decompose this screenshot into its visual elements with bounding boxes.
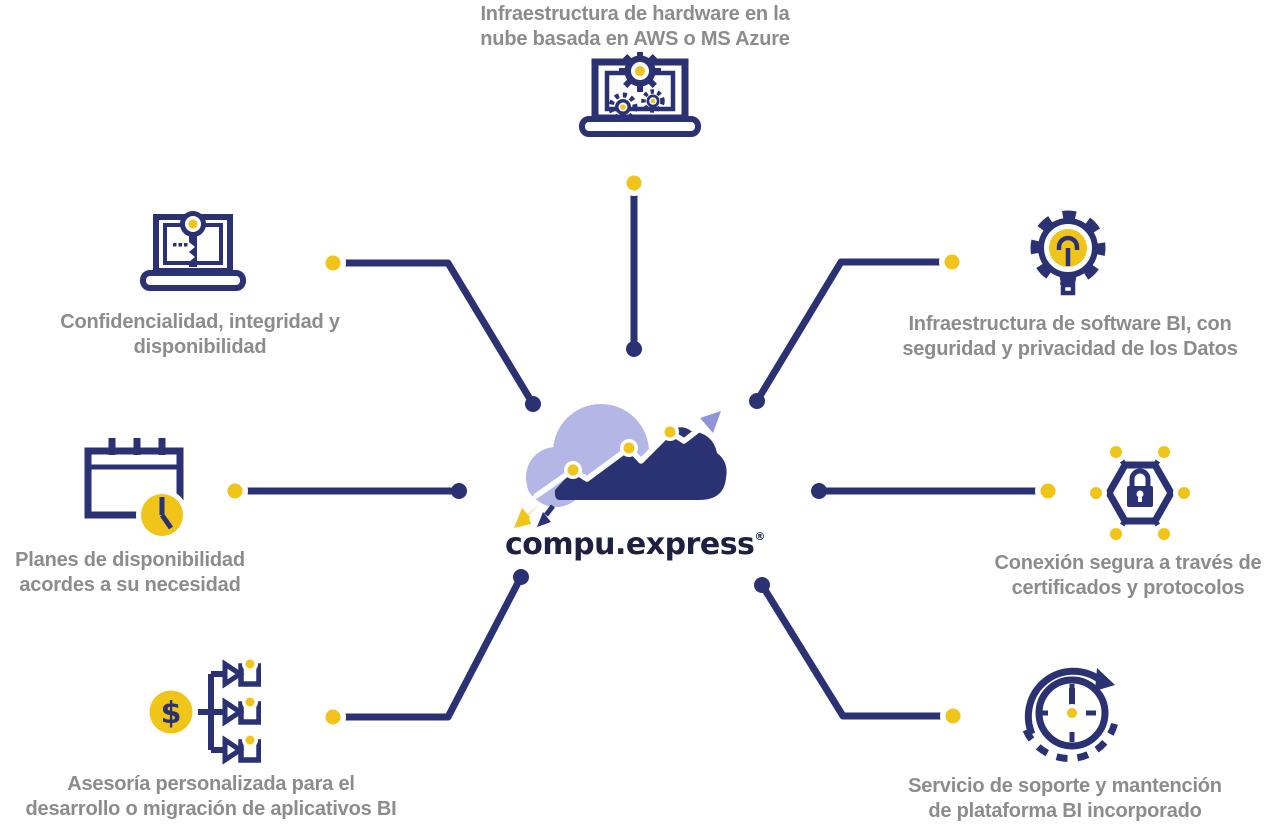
node-label-confidentiality: Confidencialidad, integridad y disponibi… xyxy=(60,311,340,358)
filament xyxy=(1056,235,1080,266)
node-label-secure-connection: Conexión segura a través de certificados… xyxy=(994,552,1262,599)
connector-top-right xyxy=(754,258,952,403)
connector-top-left xyxy=(333,259,536,406)
key xyxy=(173,211,206,267)
gear-bulb-icon xyxy=(1030,210,1106,296)
connector-bottom-left xyxy=(333,575,525,721)
dollar-flowchart-icon: $ xyxy=(144,656,261,765)
laptop-key-icon xyxy=(140,211,246,291)
clock-refresh-icon xyxy=(1022,667,1120,762)
cloud-chart-logo-icon xyxy=(514,404,727,528)
cursor-icon xyxy=(514,503,555,528)
connector-end-dots xyxy=(222,170,1061,730)
growth-arrowhead xyxy=(700,411,721,433)
lock xyxy=(1127,468,1153,507)
flow-box-dots xyxy=(242,656,258,748)
flow-arrows xyxy=(222,659,245,765)
svg-text:$: $ xyxy=(161,696,182,731)
registered-mark: ® xyxy=(754,530,766,543)
hex-nodes xyxy=(1085,441,1195,545)
node-label-hardware-cloud: Infraestructura de hardware en la nube b… xyxy=(480,3,790,50)
dollar-coin: $ xyxy=(144,685,198,739)
big-gear xyxy=(619,52,661,92)
small-gear-b xyxy=(641,89,665,113)
connector-inner-dots xyxy=(451,341,827,593)
small-gear-a xyxy=(608,92,638,122)
node-label-bi-consulting: Asesoría personalizada para el desarroll… xyxy=(25,773,397,820)
hexagon-lock-icon xyxy=(1085,441,1195,545)
laptop-gears-icon xyxy=(579,52,701,137)
node-label-support-service: Servicio de soporte y mantención de plat… xyxy=(908,775,1222,822)
node-label-availability-plans: Planes de disponibilidad acordes a su ne… xyxy=(15,549,245,596)
connector-bottom-right xyxy=(759,583,953,720)
growth-dots xyxy=(564,423,679,479)
brand-name: compu.express xyxy=(505,527,755,562)
calendar-clock-icon xyxy=(84,438,188,541)
brand-logo: compu.express® xyxy=(505,527,765,562)
node-label-software-bi: Infraestructura de software BI, con segu… xyxy=(902,313,1238,360)
